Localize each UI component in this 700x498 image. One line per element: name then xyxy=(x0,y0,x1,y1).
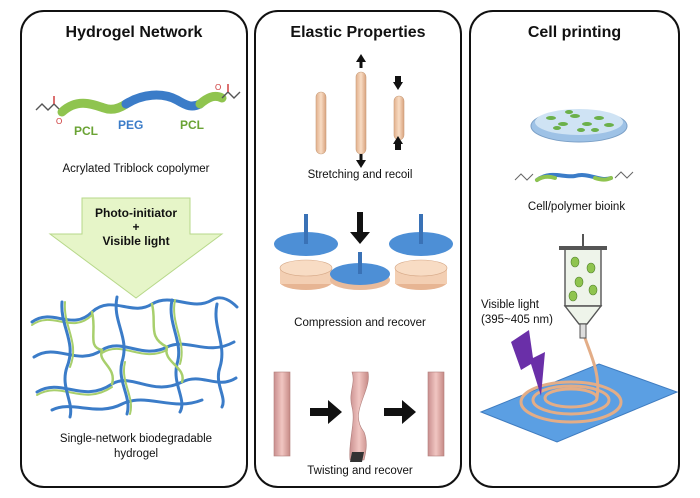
reaction-arrow xyxy=(48,197,224,299)
svg-text:O: O xyxy=(56,117,62,126)
hydrogel-illustration: O O xyxy=(30,83,241,419)
stretching-rods xyxy=(315,54,405,168)
network-caption-line1: Single-network biodegradable xyxy=(59,433,213,445)
plus-sign: + xyxy=(132,220,140,234)
svg-text:O: O xyxy=(215,83,221,92)
bioink-polymer xyxy=(514,171,634,182)
compression-discs xyxy=(274,212,453,290)
stretch-caption: Stretching and recoil xyxy=(307,169,413,181)
hydrogel-panel-title: Hydrogel Network xyxy=(65,24,203,41)
cell-printing-panel: Cell printing xyxy=(469,10,680,488)
printing-panel-title: Cell printing xyxy=(527,24,622,41)
pcl-left-label: PCL xyxy=(74,124,98,138)
bioink-caption: Cell/polymer bioink xyxy=(527,201,626,213)
elastic-panel-title: Elastic Properties xyxy=(290,24,426,41)
printing-illustration xyxy=(479,109,679,443)
network-caption-line2: hydrogel xyxy=(113,448,159,460)
copolymer-caption: Acrylated Triblock copolymer xyxy=(62,163,210,175)
photo-initiator-label: Photo-initiator xyxy=(95,206,177,220)
elastic-illustration xyxy=(273,54,453,462)
pcl-right-label: PCL xyxy=(180,118,204,132)
petri-dish-with-cells xyxy=(530,109,628,143)
light-label-line2: (395~405 nm) xyxy=(481,314,553,326)
visible-light-bolt-icon xyxy=(511,330,545,396)
bioprinter-syringe xyxy=(559,234,607,339)
triblock-copolymer-diagram: O O xyxy=(35,83,241,126)
light-wavelength-label: Visible light (395~405 nm) xyxy=(481,298,591,328)
light-label-line1: Visible light xyxy=(481,299,539,311)
elastic-properties-panel: Elastic Properties xyxy=(254,10,462,488)
reaction-conditions: Photo-initiator + Visible light xyxy=(82,206,190,248)
hydrogel-network-mesh xyxy=(30,295,239,419)
twisting-bars xyxy=(273,371,445,462)
network-caption: Single-network biodegradable hydrogel xyxy=(22,432,250,462)
twist-caption: Twisting and recover xyxy=(307,465,413,477)
peg-label: PEG xyxy=(118,118,144,132)
visible-light-label: Visible light xyxy=(102,234,170,248)
compress-caption: Compression and recover xyxy=(294,317,426,329)
print-plate xyxy=(479,363,679,443)
hydrogel-network-panel: Hydrogel Network O O xyxy=(20,10,248,488)
